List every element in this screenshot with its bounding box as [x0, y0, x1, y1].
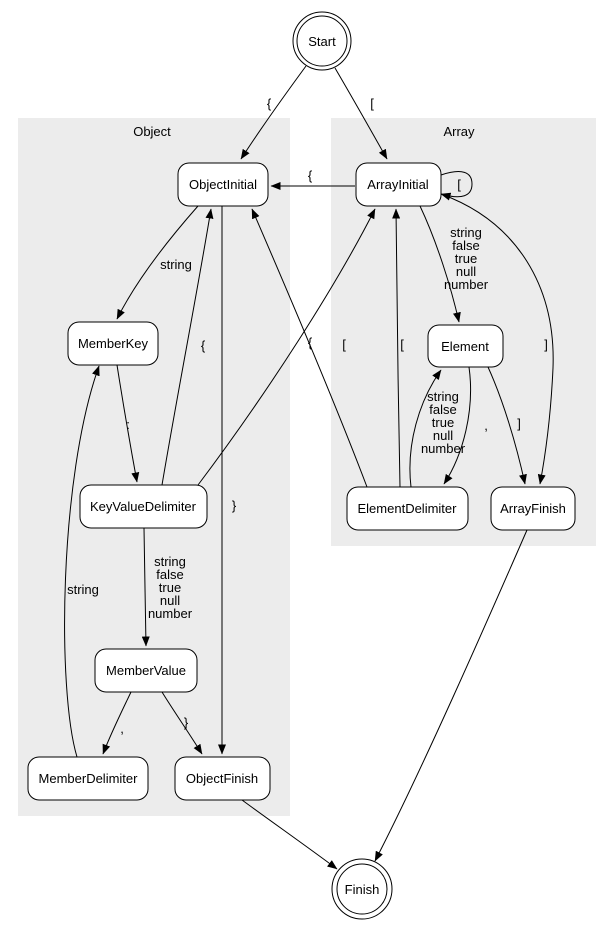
node-array-finish-label: ArrayFinish: [500, 501, 566, 516]
node-element-delimiter: ElementDelimiter: [346, 486, 469, 531]
node-array-initial: ArrayInitial: [355, 162, 442, 207]
value-token: number: [444, 277, 489, 292]
value-token: true: [455, 251, 477, 266]
value-token: number: [421, 441, 466, 456]
edge-keyvaluedelimiter-arrayinitial: [197, 208, 376, 486]
cluster-object: Object: [18, 118, 290, 816]
node-member-value: MemberValue: [94, 648, 198, 693]
value-token: string: [450, 225, 482, 240]
edge-arrayinitial-element: [419, 205, 461, 323]
cluster-object-label: Object: [133, 124, 171, 139]
edge-label-objectinitial-objectfinish: }: [232, 498, 237, 513]
edges: [64, 65, 554, 870]
value-token: false: [156, 567, 183, 582]
edge-memberkey-keyvaluedelimiter: [116, 364, 140, 483]
node-element: Element: [427, 324, 504, 368]
node-finish: Finish: [331, 858, 393, 920]
node-object-finish: ObjectFinish: [174, 756, 271, 801]
value-token: false: [429, 402, 456, 417]
edge-label-elementdelimiter-arrayinitial: [: [400, 337, 404, 352]
value-token: null: [160, 593, 180, 608]
node-object-initial: ObjectInitial: [177, 162, 269, 207]
edge-label-memberkey-keyvaluedelimiter: :: [126, 417, 130, 432]
edge-memberdelimiter-memberkey: [64, 365, 100, 758]
edge-label-arrayinitial-objectinitial: {: [308, 168, 313, 183]
value-token: true: [159, 580, 181, 595]
cluster-array-label: Array: [443, 124, 475, 139]
edge-keyvaluedelimiter-objectinitial: [161, 208, 214, 486]
edge-label-arrayinitial-selfloop: [: [457, 177, 461, 192]
cluster-object-background: [18, 118, 290, 816]
value-token: string: [154, 554, 186, 569]
edge-elementdelimiter-arrayinitial: [392, 208, 401, 488]
node-start: Start: [292, 11, 352, 71]
edge-element-elementdelimiter: [443, 366, 472, 485]
edge-label-start-objectinitial: {: [267, 96, 272, 111]
edge-objectfinish-finish: [241, 799, 338, 870]
edge-label-keyvaluedelimiter-membervalue: string false true null number: [148, 554, 193, 621]
node-element-label: Element: [441, 339, 489, 354]
edge-label-membervalue-memberdelimiter: ,: [120, 721, 124, 736]
edge-label-keyvaluedelimiter-arrayinitial: [: [342, 337, 346, 352]
edge-element-arrayfinish: [487, 366, 527, 485]
node-array-finish: ArrayFinish: [490, 486, 576, 531]
edge-label-keyvaluedelimiter-objectinitial: {: [201, 338, 206, 353]
edge-label-objectinitial-memberkey: string: [160, 257, 192, 272]
node-member-key: MemberKey: [67, 321, 159, 366]
node-member-delimiter-label: MemberDelimiter: [39, 771, 139, 786]
edge-keyvaluedelimiter-membervalue: [141, 527, 150, 647]
edge-label-elementdelimiter-element: string false true null number: [421, 389, 466, 456]
node-key-value-delimiter: KeyValueDelimiter: [79, 484, 208, 529]
edge-arrayinitial-arrayfinish: [440, 193, 554, 485]
node-key-value-delimiter-label: KeyValueDelimiter: [90, 499, 197, 514]
value-token: null: [456, 264, 476, 279]
node-member-value-label: MemberValue: [106, 663, 186, 678]
edge-elementdelimiter-element: [409, 369, 442, 488]
edge-label-elementdelimiter-objectinitial: {: [308, 335, 313, 350]
edge-membervalue-objectfinish: [161, 691, 203, 755]
edge-elementdelimiter-objectinitial: [251, 208, 368, 488]
node-member-delimiter: MemberDelimiter: [27, 756, 149, 801]
edge-membervalue-memberdelimiter: [102, 691, 132, 755]
value-token: null: [433, 428, 453, 443]
edge-label-element-elementdelimiter: ,: [484, 418, 488, 433]
node-element-delimiter-label: ElementDelimiter: [358, 501, 458, 516]
edge-label-arrayinitial-arrayfinish: ]: [544, 337, 548, 352]
nodes: Start ObjectInitial ArrayInitial MemberK…: [27, 11, 576, 920]
edge-start-arrayinitial: [334, 67, 388, 160]
value-token: number: [148, 606, 193, 621]
edge-arrayinitial-selfloop: [440, 171, 473, 201]
edge-label-start-arrayinitial: [: [370, 96, 374, 111]
node-member-key-label: MemberKey: [78, 336, 149, 351]
value-token: false: [452, 238, 479, 253]
edge-label-arrayinitial-element: string false true null number: [444, 225, 489, 292]
edge-arrayfinish-finish: [374, 529, 528, 862]
edge-label-element-arrayfinish: ]: [517, 416, 521, 431]
node-object-finish-label: ObjectFinish: [186, 771, 258, 786]
value-token: string: [427, 389, 459, 404]
node-finish-label: Finish: [345, 882, 380, 897]
node-array-initial-label: ArrayInitial: [367, 177, 429, 192]
edge-start-objectinitial: [240, 65, 307, 160]
value-token: true: [432, 415, 454, 430]
node-start-label: Start: [308, 34, 336, 49]
edge-labels: { [ { [ string : { [ { [ string false tr…: [67, 96, 548, 736]
edge-objectinitial-memberkey: [116, 205, 199, 320]
edge-label-memberdelimiter-memberkey: string: [67, 582, 99, 597]
edge-label-membervalue-objectfinish: }: [184, 715, 189, 730]
node-object-initial-label: ObjectInitial: [189, 177, 257, 192]
